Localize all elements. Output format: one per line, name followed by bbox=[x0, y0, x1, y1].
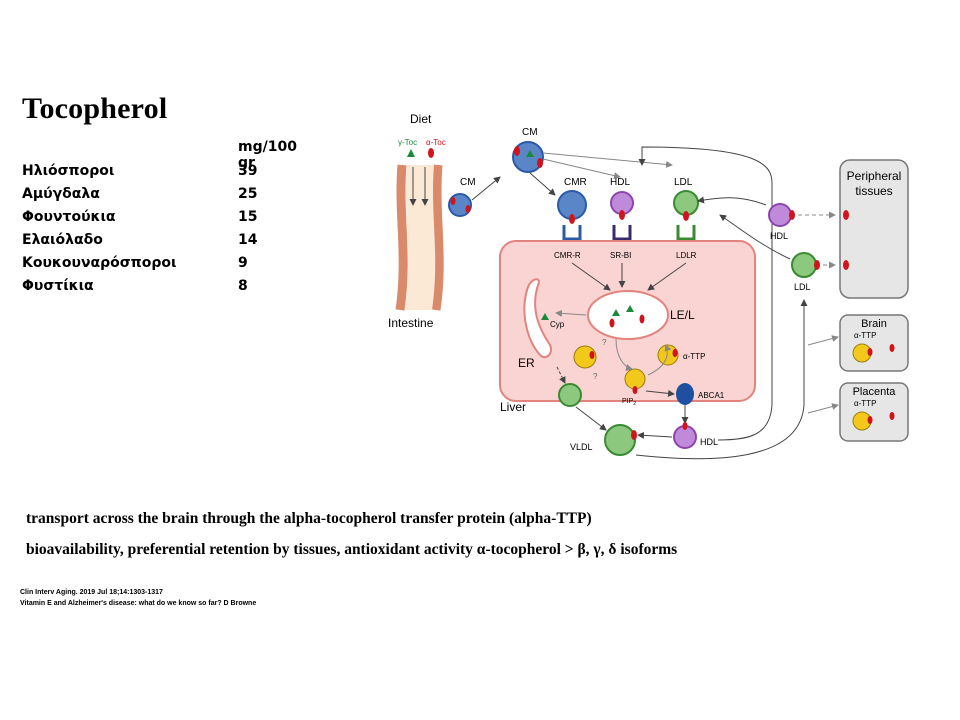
brain-alpha-ttp-label: α-TTP bbox=[854, 331, 876, 340]
reference-citation: Clin Interv Aging. 2019 Jul 18;14:1303-1… bbox=[20, 589, 163, 596]
endoplasmic-reticulum bbox=[523, 278, 552, 359]
food-name: Αμύγδαλα bbox=[22, 186, 100, 202]
question-mark: ? bbox=[593, 372, 598, 381]
vitamin-e-transport-diagram: Diet γ-Toc α-Toc Intestine CM CM CMR HDL… bbox=[380, 105, 925, 470]
ldl-right-label: LDL bbox=[794, 282, 811, 292]
caption-bioavailability: bioavailability, preferential retention … bbox=[26, 541, 678, 558]
intestine-label: Intestine bbox=[388, 316, 434, 330]
gamma-toc-label: γ-Toc bbox=[398, 138, 417, 147]
gamma-toc-icon bbox=[407, 149, 415, 157]
food-value: 39 bbox=[238, 163, 258, 179]
placenta-alpha-ttp-label: α-TTP bbox=[854, 399, 876, 408]
question-mark: ? bbox=[602, 338, 607, 347]
alpha-ttp-label: α-TTP bbox=[683, 352, 705, 361]
food-value: 25 bbox=[238, 186, 258, 202]
brain-label: Brain bbox=[861, 318, 887, 330]
sr-bi-receptor-icon bbox=[612, 225, 632, 241]
cm-label: CM bbox=[460, 177, 476, 188]
nascent-vldl-particle bbox=[558, 383, 582, 407]
slide-title: Tocopherol bbox=[22, 92, 168, 125]
hdl-bottom-label: HDL bbox=[700, 437, 718, 447]
cmr-r-label: CMR-R bbox=[554, 251, 581, 260]
pip2-label: PIP2 bbox=[622, 398, 636, 407]
alpha-toc-label: α-Toc bbox=[426, 138, 446, 147]
caption-transport: transport across the brain through the a… bbox=[26, 510, 592, 527]
liver-label: Liver bbox=[500, 400, 526, 414]
food-name: Φουντούκια bbox=[22, 209, 116, 225]
food-value: 14 bbox=[238, 232, 258, 248]
ldl-label: LDL bbox=[674, 177, 693, 188]
abca1-transporter bbox=[676, 383, 694, 405]
cyp-label: Cyp bbox=[550, 320, 565, 329]
food-name: Φυστίκια bbox=[22, 278, 94, 294]
reference-title: Vitamin E and Alzheimer's disease: what … bbox=[20, 600, 257, 607]
late-endosome bbox=[587, 290, 669, 340]
ldl-right-particle bbox=[791, 252, 817, 278]
alpha-toc-icon bbox=[428, 148, 434, 158]
peripheral-label: Peripheral bbox=[847, 169, 902, 183]
food-name: Ηλιόσποροι bbox=[22, 163, 115, 179]
cmr-receptor-icon bbox=[562, 225, 582, 241]
vldl-label: VLDL bbox=[570, 442, 593, 452]
ldlr-label: LDLR bbox=[676, 251, 697, 260]
peripheral-tissues-box bbox=[839, 159, 909, 299]
vldl-particle bbox=[604, 424, 636, 456]
placenta-label: Placenta bbox=[853, 386, 897, 398]
diet-label: Diet bbox=[410, 112, 432, 126]
sr-bi-label: SR-BI bbox=[610, 251, 631, 260]
hdl-label: HDL bbox=[610, 177, 630, 188]
food-name: Κουκουναρόσποροι bbox=[22, 255, 177, 271]
alpha-ttp-protein bbox=[573, 344, 679, 394]
food-value: 8 bbox=[238, 278, 248, 294]
cm-top-label: CM bbox=[522, 127, 538, 138]
hdl-right-particle bbox=[768, 203, 792, 227]
food-name: Ελαιόλαδο bbox=[22, 232, 103, 248]
unit-header: mg/100 gr bbox=[238, 139, 297, 171]
intestine-tube bbox=[395, 164, 444, 311]
er-label: ER bbox=[518, 356, 535, 370]
cm-particle-intestine bbox=[448, 193, 472, 217]
abca1-label: ABCA1 bbox=[698, 391, 725, 400]
cm-particle bbox=[512, 141, 544, 173]
tissues-label: tissues bbox=[855, 184, 892, 198]
cmr-label: CMR bbox=[564, 177, 587, 188]
le-l-label: LE/L bbox=[670, 308, 695, 322]
food-value: 15 bbox=[238, 209, 258, 225]
hdl-right-label: HDL bbox=[770, 231, 788, 241]
food-value: 9 bbox=[238, 255, 248, 271]
ldlr-receptor-icon bbox=[676, 225, 696, 241]
